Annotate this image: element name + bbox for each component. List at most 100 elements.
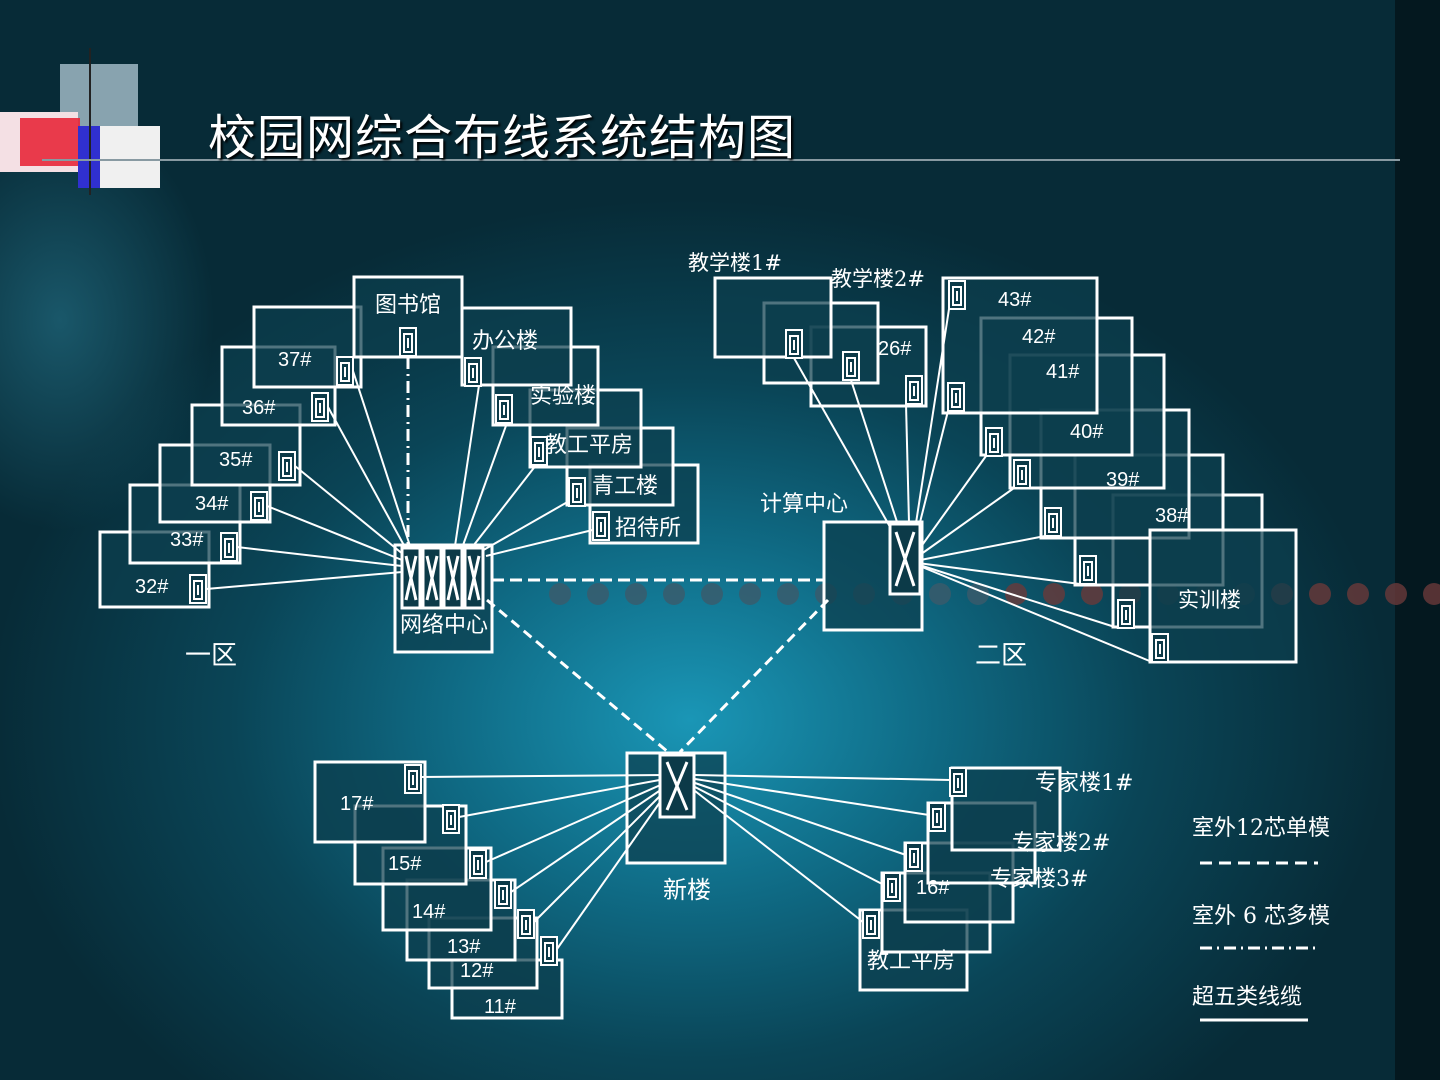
switch-icon (949, 767, 967, 797)
switch-icon (311, 392, 329, 422)
legend-label: 室外 6 芯多模 (1192, 904, 1330, 929)
cable-link (909, 561, 1153, 663)
switch-icon (530, 436, 548, 466)
building-label: 38# (1155, 505, 1189, 527)
circuit-strip (1395, 0, 1440, 1080)
switch-icon (1013, 459, 1031, 489)
building-label: 专家楼2# (1012, 831, 1110, 856)
building-label: 33# (170, 529, 204, 551)
building-label: 39# (1106, 469, 1140, 491)
switch-icon (905, 375, 923, 405)
switch-icon (517, 909, 535, 939)
building-label: 专家楼1# (1035, 771, 1133, 796)
legend-label: 室外12芯单模 (1192, 816, 1330, 841)
building-label: 教学楼1# (688, 251, 782, 275)
building-label: 教工平房 (545, 433, 633, 458)
switch-icon (1079, 555, 1097, 585)
switch-icon (442, 804, 460, 834)
building-label: 32# (135, 576, 169, 598)
switch-icon (592, 511, 610, 541)
cable-link (694, 782, 907, 856)
switch-icon (278, 451, 296, 481)
building-label: 43# (998, 289, 1032, 311)
cable-link (909, 455, 987, 563)
switch-icon (785, 329, 803, 359)
building-label: 12# (460, 960, 494, 982)
switch-icon (883, 872, 901, 902)
building-label: 36# (242, 397, 276, 419)
cable-link (479, 491, 586, 553)
building-label: 实训楼 (1178, 588, 1241, 612)
zone-label: 二区 (975, 641, 1027, 671)
cable-link (327, 406, 407, 550)
cable-link (533, 790, 666, 923)
cable-link (469, 450, 548, 551)
building-label: 16# (916, 877, 950, 899)
switch-icon (469, 849, 487, 879)
hub-label: 网络中心 (400, 613, 488, 638)
building-label: 26# (878, 338, 912, 360)
switch-icon (905, 842, 923, 872)
fiber-singlemode-link (486, 598, 669, 754)
switch-icon (189, 574, 207, 604)
cable-link (266, 505, 403, 561)
fiber-singlemode-link (678, 598, 830, 754)
legend-label: 超五类线缆 (1192, 985, 1302, 1010)
switch-icon (985, 427, 1003, 457)
title-decoration (0, 48, 1400, 195)
hub-label: 新楼 (663, 876, 711, 904)
core-switch-icon (400, 546, 485, 610)
cable-link (510, 786, 666, 893)
switch-icon (948, 280, 966, 310)
switch-icon (1151, 633, 1169, 663)
cable-link (909, 561, 1081, 585)
building-label: 教学楼2# (831, 267, 925, 291)
building-label: 37# (278, 349, 312, 371)
cable-link (485, 525, 610, 557)
switch-icon (250, 491, 268, 521)
switch-icon (568, 477, 586, 507)
cable-link (909, 535, 1046, 563)
switch-icon (399, 327, 417, 357)
building-label: 招待所 (615, 516, 681, 541)
building-label: 34# (195, 493, 229, 515)
cable-link (485, 782, 666, 863)
cable-link (458, 778, 666, 818)
building-label: 图书馆 (375, 293, 441, 318)
cable-link (294, 465, 405, 556)
building-label: 教工平房 (867, 949, 955, 974)
cable-link (694, 786, 885, 886)
hub-label: 计算中心 (760, 492, 848, 517)
core-switch-icon (888, 522, 922, 596)
building-box[interactable] (713, 276, 833, 359)
building-label: 15# (388, 853, 422, 875)
switch-icon (862, 909, 880, 939)
cable-link (694, 778, 930, 816)
building-label: 青工楼 (592, 474, 658, 499)
building-label: 35# (219, 449, 253, 471)
cable-link (352, 370, 411, 547)
switch-icon (1044, 507, 1062, 537)
building-label: 13# (447, 936, 481, 958)
page-title: 校园网综合布线系统结构图 (208, 110, 797, 166)
building-box[interactable] (1148, 528, 1298, 664)
building-label: 办公楼 (472, 329, 538, 354)
switch-icon (947, 382, 965, 412)
cable-link (694, 790, 864, 923)
switch-icon (495, 394, 513, 424)
building-box[interactable] (950, 766, 1062, 852)
switch-icon (540, 936, 558, 966)
cable-link (909, 561, 1119, 629)
building-label: 专家楼3# (990, 867, 1088, 892)
building-label: 实验楼 (530, 384, 596, 409)
cable-link (909, 487, 1015, 563)
cable-link (694, 774, 951, 781)
building-label: 11# (484, 996, 517, 1018)
building-label: 40# (1070, 421, 1104, 443)
switch-icon (1117, 599, 1135, 629)
building-box[interactable] (941, 276, 1099, 415)
zone-label: 一区 (185, 641, 237, 671)
cable-link (556, 794, 666, 950)
building-label: 17# (340, 793, 374, 815)
